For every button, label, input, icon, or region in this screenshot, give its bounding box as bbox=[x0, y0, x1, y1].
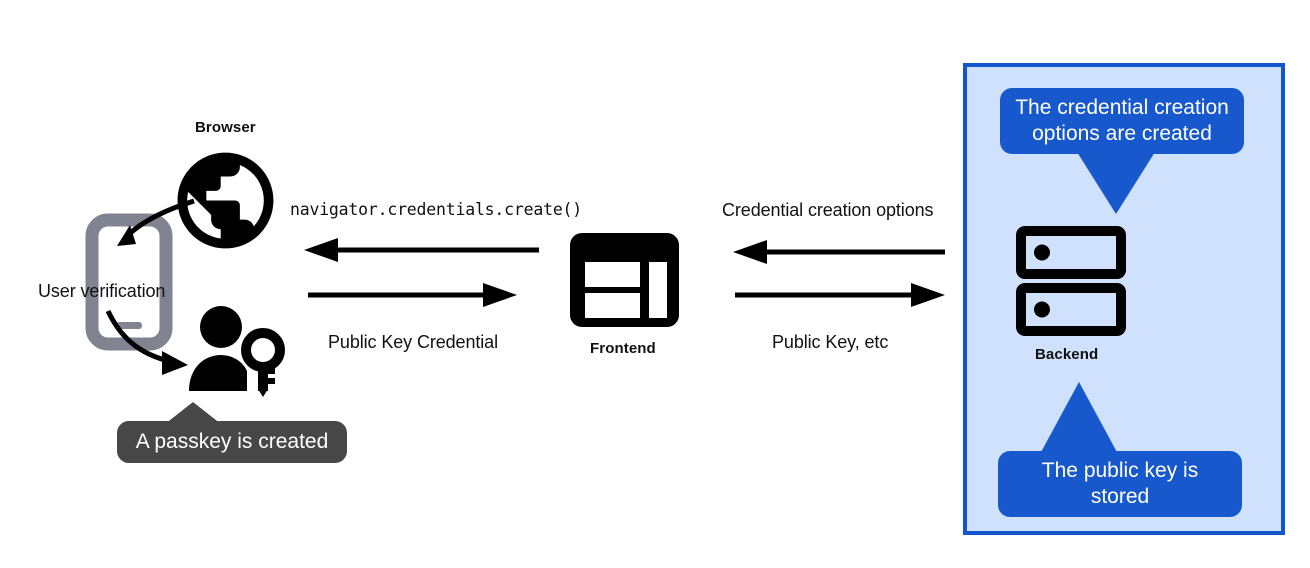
backend-to-frontend-arrow bbox=[733, 240, 945, 264]
credential-options-callout: The credential creation options are crea… bbox=[1000, 88, 1244, 154]
credential-creation-options-label: Credential creation options bbox=[722, 200, 934, 220]
browser-label: Browser bbox=[195, 119, 256, 136]
browser-to-frontend-arrow bbox=[308, 283, 517, 307]
credential-options-callout-tail bbox=[1077, 152, 1155, 214]
user-verification-label: User verification bbox=[38, 281, 166, 301]
credential-options-callout-line1: The credential creation bbox=[1015, 96, 1229, 120]
smartphone-icon bbox=[85, 213, 173, 351]
public-key-stored-callout-line2: stored bbox=[1090, 485, 1150, 508]
public-key-stored-callout-tail bbox=[1040, 382, 1118, 454]
frontend-to-browser-arrow bbox=[304, 238, 539, 262]
browser-to-phone-arrow bbox=[90, 195, 200, 275]
credential-options-callout-line2: options are created bbox=[1032, 122, 1212, 145]
navigator-create-label: navigator.credentials.create() bbox=[290, 200, 583, 219]
public-key-stored-callout: The public key is stored bbox=[998, 451, 1242, 517]
passkey-created-callout: A passkey is created bbox=[117, 421, 347, 463]
web-layout-icon bbox=[568, 231, 681, 329]
public-key-credential-label: Public Key Credential bbox=[328, 332, 498, 352]
person-with-key-icon bbox=[187, 305, 285, 397]
phone-to-user-arrow bbox=[100, 305, 205, 385]
server-stack-icon bbox=[1016, 226, 1126, 336]
backend-label: Backend bbox=[1035, 346, 1099, 363]
public-key-stored-callout-line1: The public key is bbox=[1041, 459, 1199, 483]
frontend-label: Frontend bbox=[590, 340, 656, 357]
globe-icon bbox=[168, 143, 283, 258]
passkey-created-callout-text: A passkey is created bbox=[135, 430, 329, 454]
public-key-etc-label: Public Key, etc bbox=[772, 332, 889, 352]
frontend-to-backend-arrow bbox=[735, 283, 945, 307]
